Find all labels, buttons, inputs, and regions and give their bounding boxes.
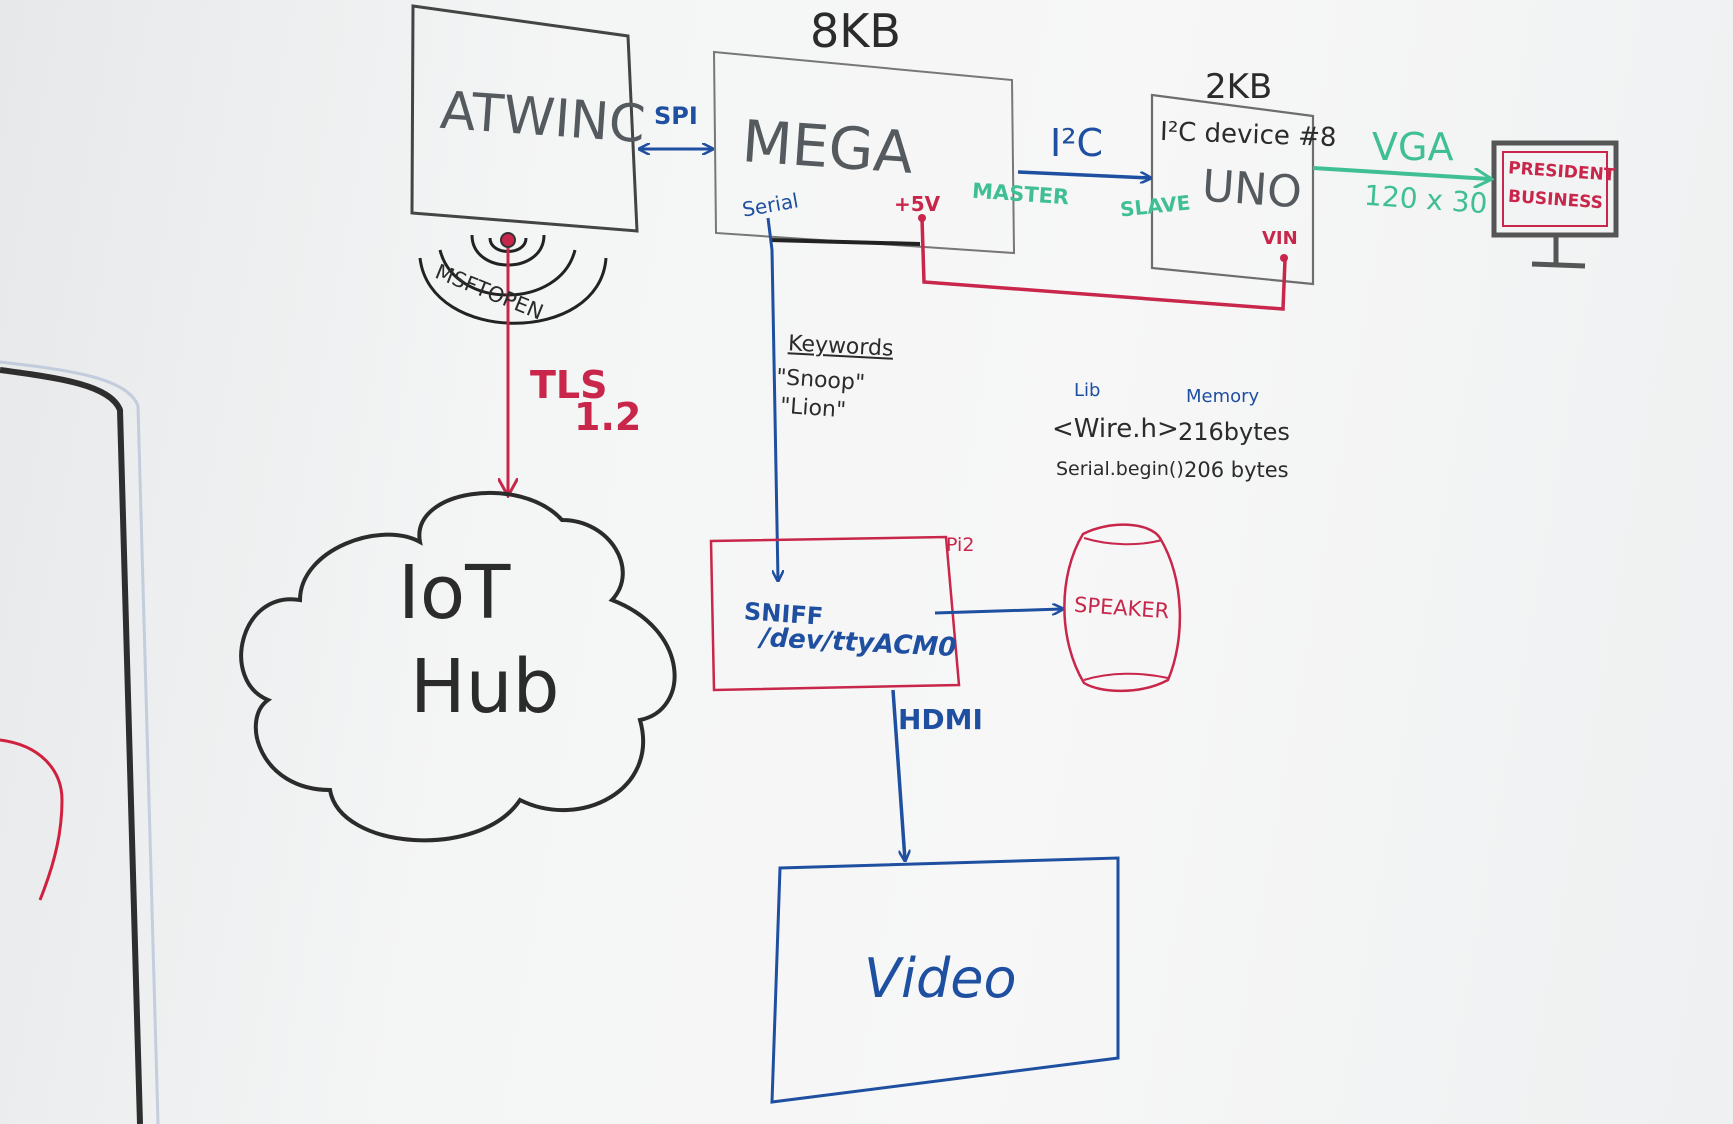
mega-memory-label: 8KB [810, 4, 901, 58]
cloud-label-line2: Hub [410, 644, 560, 730]
atwinc-box [410, 4, 639, 233]
atwinc-label: ATWINC [438, 80, 648, 156]
mega-box [712, 50, 1016, 255]
monitor-screen [1502, 151, 1608, 227]
video-box [770, 856, 1120, 1104]
pi2-label: Pi2 [946, 534, 975, 556]
red-scribble-edge [0, 738, 64, 901]
keyword-item-1: "Snoop" [775, 364, 866, 397]
speaker-rim-top [1083, 537, 1163, 546]
hdmi-label: HDMI [898, 703, 983, 736]
uno-device-label: I²C device #8 [1159, 116, 1337, 154]
vin-pin [1280, 254, 1288, 262]
pi2-box [709, 535, 961, 692]
vga-arrow [1312, 166, 1490, 179]
board-frame-shadow [0, 360, 160, 1124]
video-label: Video [864, 947, 1017, 1010]
vga-resolution-label: 120 x 30 [1363, 178, 1489, 221]
speaker-shape [1063, 523, 1182, 693]
tls-label-line2: 1.2 [574, 395, 642, 439]
i2c-label: I²C [1050, 121, 1103, 165]
cloud-label-line1: IoT [398, 550, 511, 636]
memory-table-cell: 206 bytes [1184, 458, 1289, 482]
speaker-rim-bottom [1083, 672, 1169, 681]
keyword-item-2: "Lion" [779, 393, 847, 424]
iot-hub-cloud [239, 491, 677, 843]
wifi-arc-4 [418, 257, 608, 325]
i2c-arrow [1017, 170, 1150, 178]
memory-table-cell: 216bytes [1178, 418, 1290, 446]
spi-label: SPI [654, 102, 698, 130]
uno-vin-label: VIN [1262, 228, 1298, 249]
uno-label: UNO [1200, 160, 1304, 219]
power-wire [920, 217, 1287, 311]
memory-table-header-memory: Memory [1186, 386, 1260, 407]
uno-memory-label: 2KB [1205, 67, 1273, 107]
serial-wire [766, 217, 778, 580]
tls-label-line1: TLS [530, 363, 608, 407]
memory-table-header-lib: Lib [1074, 380, 1101, 401]
vga-label: VGA [1372, 125, 1454, 169]
ground-wire [769, 238, 921, 246]
memory-table-cell: Serial.begin() [1056, 458, 1184, 480]
memory-table-cell: <Wire.h> [1052, 414, 1179, 444]
monitor-stand [1531, 235, 1586, 269]
mega-label: MEGA [739, 107, 916, 187]
hdmi-arrow [891, 689, 905, 860]
mega-5v-label: +5V [894, 192, 941, 216]
keywords-title: Keywords [787, 331, 895, 362]
5v-pin [918, 214, 926, 222]
wifi-source-dot [500, 232, 516, 248]
uno-box [1150, 93, 1315, 286]
board-frame-edge [0, 367, 143, 1124]
speaker-arrow [934, 609, 1062, 613]
